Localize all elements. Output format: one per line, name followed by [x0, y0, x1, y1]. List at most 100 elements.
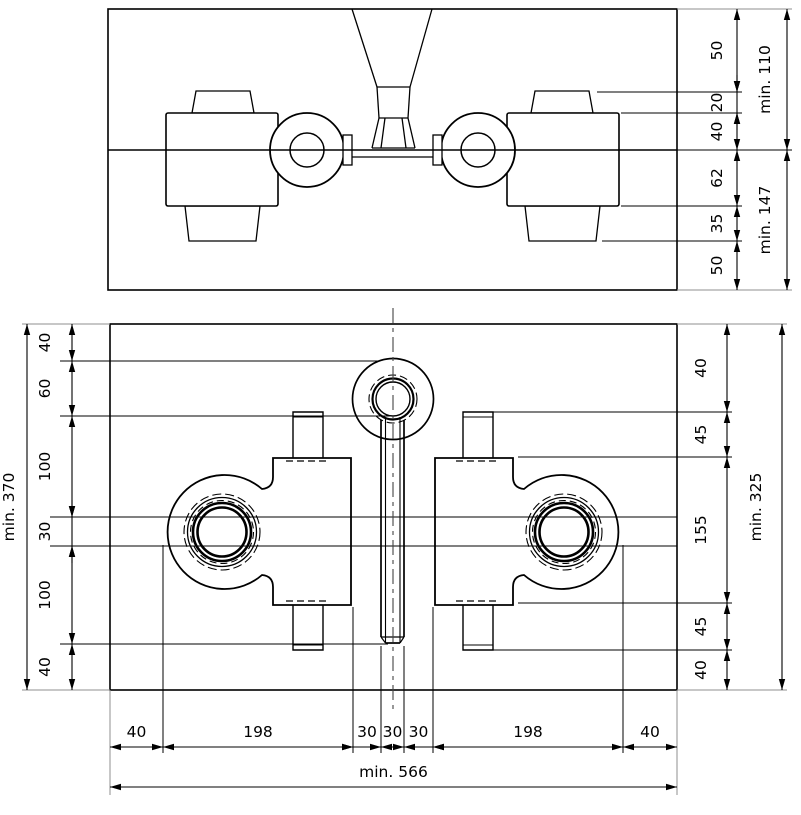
dim-label: 62 — [708, 168, 726, 188]
dimension-arrow — [68, 416, 76, 427]
dim-label: 60 — [36, 379, 54, 399]
dimension-arrow — [68, 350, 76, 361]
dim-label: 30 — [409, 723, 429, 741]
clamp-step-bottom-left — [184, 205, 261, 242]
dimension-arrow — [733, 150, 741, 161]
dimension-arrow — [733, 279, 741, 290]
clamp-block-right — [506, 112, 620, 207]
dimension-arrow — [723, 401, 731, 412]
dim-label: 30 — [36, 522, 54, 542]
boss-lower-left — [292, 605, 324, 651]
dimension-arrow — [23, 679, 31, 690]
dimension-arrow — [723, 603, 731, 614]
dimension-arrow — [666, 783, 677, 791]
dimension-arrow — [778, 324, 786, 335]
dimension-arrow — [110, 783, 121, 791]
locating-ring-right-bore — [538, 506, 590, 558]
dimension-arrow — [778, 679, 786, 690]
sprue-funnel-line — [407, 86, 411, 119]
sprue-funnel-line — [371, 117, 380, 149]
sprue-funnel-line — [351, 8, 378, 88]
dimension-arrow — [152, 743, 163, 751]
runner-bar-tip — [399, 636, 405, 644]
clamp-step-top-left — [191, 90, 255, 114]
dimension-arrow — [733, 113, 741, 124]
sprue-funnel-line — [401, 117, 407, 149]
clamp-step-top-right — [530, 90, 594, 114]
dimension-arrow — [783, 9, 791, 20]
dimension-arrow — [723, 650, 731, 661]
locating-ring-right-bushing — [533, 501, 595, 563]
locating-ring-left-hidden-2 — [189, 499, 255, 565]
dimension-arrow — [723, 457, 731, 468]
dim-label: 50 — [708, 41, 726, 61]
locating-ring-left-counterbore — [186, 496, 258, 568]
dim-label: min. 147 — [756, 186, 774, 255]
dimension-arrow — [733, 139, 741, 150]
sprue-funnel-line — [409, 8, 433, 88]
dim-label: 35 — [708, 214, 726, 234]
dimension-arrow — [23, 324, 31, 335]
dimension-arrow — [163, 743, 174, 751]
boss-lower-right — [462, 605, 494, 651]
dimension-arrow — [723, 446, 731, 457]
dimension-arrow — [68, 633, 76, 644]
locating-ring-right-hidden — [525, 493, 603, 571]
dimension-arrow — [733, 9, 741, 20]
clamp-block-left — [165, 112, 279, 207]
dim-label: 40 — [36, 333, 54, 353]
boss-upper-right — [462, 411, 494, 458]
dim-label: 30 — [357, 723, 377, 741]
boss-upper-left — [292, 411, 324, 458]
top-view — [107, 8, 792, 291]
dim-label: 40 — [692, 660, 710, 680]
dim-label: 100 — [36, 580, 54, 610]
locating-ring-left-hidden — [183, 493, 261, 571]
dimension-arrow — [723, 412, 731, 423]
locating-ring-right-counterbore — [528, 496, 600, 568]
dim-label: 40 — [640, 723, 660, 741]
sprue-funnel-line — [380, 117, 386, 149]
dimension-arrow — [733, 195, 741, 206]
runner-bar-tip — [380, 636, 386, 644]
locating-ring-left-bushing — [191, 501, 253, 563]
dimension-arrow — [68, 644, 76, 655]
dim-label: 30 — [383, 723, 403, 741]
dimension-arrow — [666, 743, 677, 751]
plan-view — [22, 308, 787, 795]
dimension-arrow — [110, 743, 121, 751]
dimension-arrow — [783, 150, 791, 161]
dimension-arrow — [68, 361, 76, 372]
dimension-arrow — [733, 241, 741, 252]
dim-label: 20 — [708, 93, 726, 113]
dim-label: min. 325 — [747, 473, 765, 542]
dim-label: 198 — [513, 723, 543, 741]
dimension-arrow — [733, 206, 741, 217]
dim-label: 40 — [36, 657, 54, 677]
dimension-arrow — [723, 592, 731, 603]
dim-label: 40 — [692, 358, 710, 378]
dimension-arrow — [68, 679, 76, 690]
dim-label: 155 — [692, 515, 710, 545]
sprue-funnel-line — [376, 86, 380, 119]
locating-ring-left-bore — [196, 506, 248, 558]
dimension-arrow — [612, 743, 623, 751]
dimension-arrow — [723, 324, 731, 335]
dimension-arrow — [68, 324, 76, 335]
dimension-arrow — [68, 546, 76, 557]
dimension-arrow — [623, 743, 634, 751]
dimension-arrow — [723, 679, 731, 690]
dimension-arrow — [433, 743, 444, 751]
locating-ring-right-hidden-2 — [531, 499, 597, 565]
dim-label: 45 — [692, 425, 710, 445]
dimension-arrow — [733, 230, 741, 241]
dim-label: 45 — [692, 617, 710, 637]
dim-label: 100 — [36, 452, 54, 482]
clamp-step-bottom-right — [524, 205, 601, 242]
dimension-arrow — [723, 639, 731, 650]
dim-label: 50 — [708, 256, 726, 276]
sprue-funnel-line — [407, 117, 416, 149]
